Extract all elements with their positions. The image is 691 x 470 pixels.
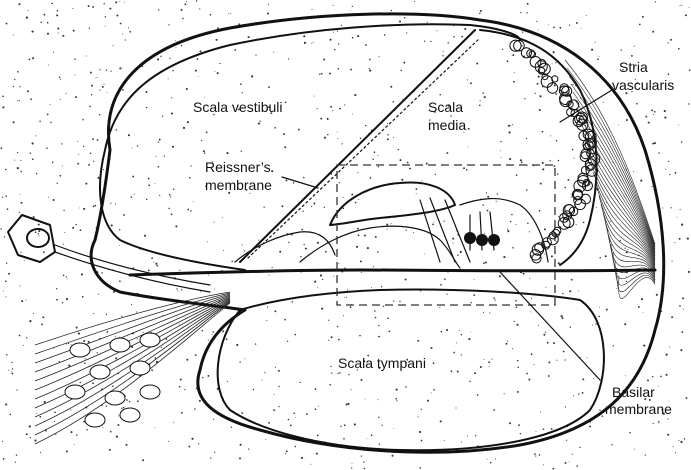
bony-wall-outline — [91, 14, 664, 452]
basilar-membrane-line — [130, 270, 655, 275]
reissners-membrane — [240, 30, 475, 262]
basilar-leader-line — [500, 272, 600, 380]
label-basilar-line2: membrane — [605, 401, 672, 417]
label-scala-tympani: Scala tympani — [338, 355, 426, 371]
label-stria-line2: vascularis — [612, 77, 674, 93]
label-reissner-line1: Reissner’s — [205, 159, 271, 175]
reissners-membrane-inner — [248, 38, 480, 258]
label-scala-media-line2: media — [428, 117, 466, 133]
detail-box — [337, 165, 555, 305]
label-reissner-line2: membrane — [205, 177, 272, 193]
reissner-leader-line — [282, 177, 318, 188]
scala-vestibuli-outline — [100, 24, 520, 270]
label-stria-line1: Stria — [619, 59, 648, 75]
label-basilar-line1: Basilar — [612, 384, 655, 400]
label-scala-media-line1: Scala — [428, 99, 463, 115]
label-scala-vestibuli: Scala vestibuli — [193, 99, 283, 115]
